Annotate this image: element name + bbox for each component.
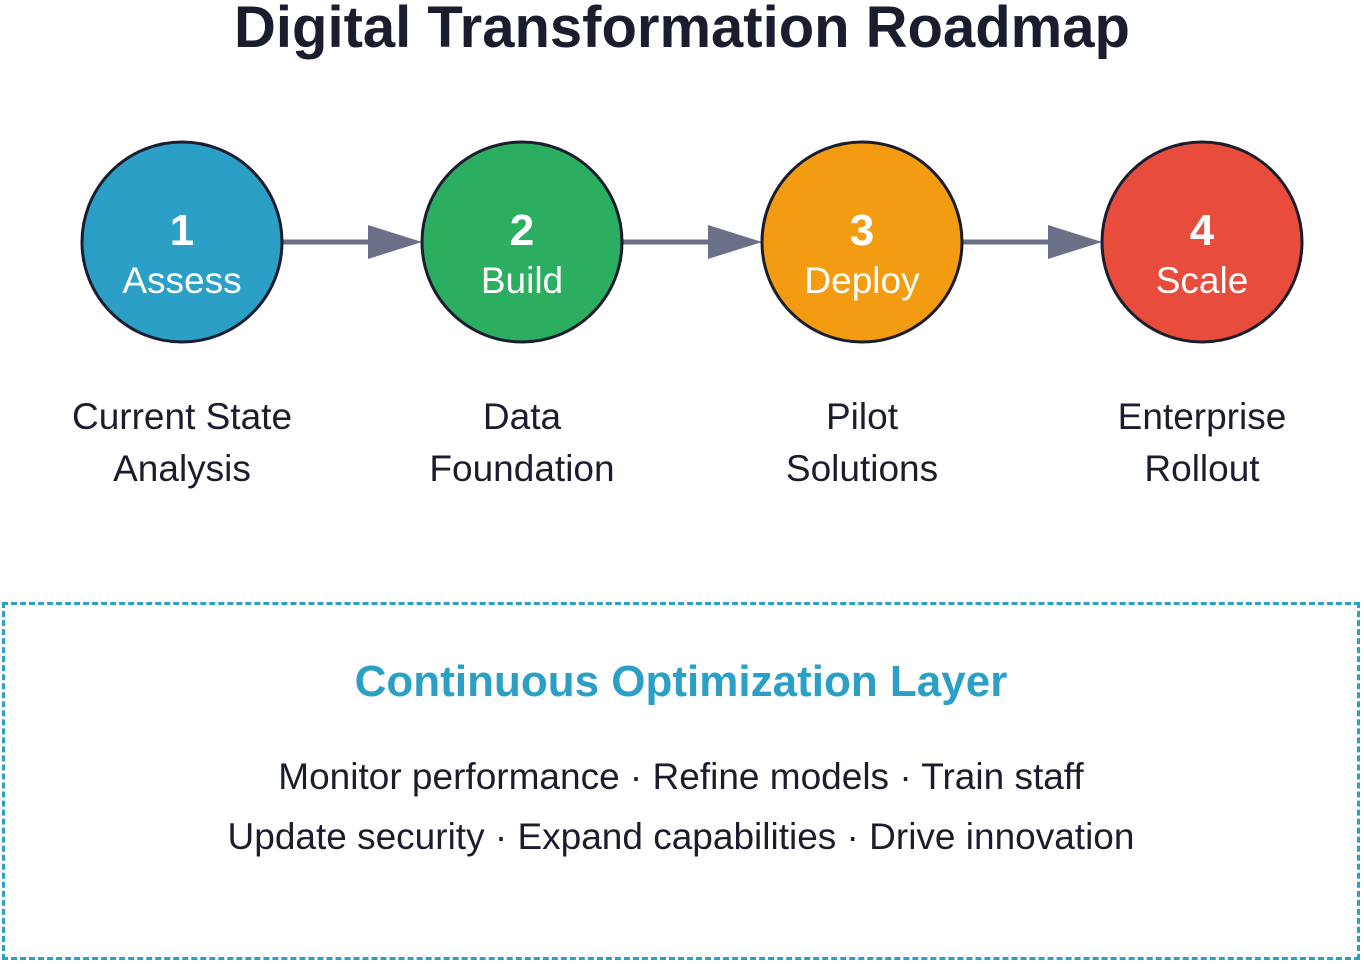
optimization-layer-line-1: Monitor performance · Refine models · Tr… [278, 756, 1084, 797]
step-number: 4 [1190, 206, 1215, 255]
optimization-layer-title: Continuous Optimization Layer [354, 657, 1008, 706]
step-description-line2: Foundation [429, 448, 614, 489]
step-number: 3 [850, 206, 874, 255]
step-circle [1100, 140, 1304, 344]
connector-3-4 [963, 225, 1102, 259]
connector-2-3 [623, 225, 762, 259]
step-name: Scale [1156, 260, 1249, 301]
step-description-line2: Solutions [786, 448, 938, 489]
optimization-layer-line-2: Update security · Expand capabilities · … [227, 816, 1135, 857]
roadmap-flow: 1 Assess Current State Analysis 2 Build … [72, 140, 1304, 489]
step-build: 2 Build Data Foundation [420, 140, 624, 489]
connector-1-2 [283, 225, 422, 259]
page-title: Digital Transformation Roadmap [234, 0, 1130, 60]
arrowhead-icon [708, 225, 762, 259]
optimization-layer-box: Continuous Optimization Layer Monitor pe… [2, 602, 1360, 960]
step-deploy: 3 Deploy Pilot Solutions [760, 140, 964, 489]
step-name: Build [481, 260, 563, 301]
step-number: 2 [510, 206, 534, 255]
step-name: Assess [122, 260, 241, 301]
step-circle [420, 140, 624, 344]
step-description-line2: Analysis [113, 448, 251, 489]
step-description-line2: Rollout [1144, 448, 1260, 489]
step-circle [760, 140, 964, 344]
step-scale: 4 Scale Enterprise Rollout [1100, 140, 1304, 489]
arrowhead-icon [368, 225, 422, 259]
step-circle [80, 140, 284, 344]
step-assess: 1 Assess Current State Analysis [72, 140, 292, 489]
step-description-line1: Data [483, 396, 562, 437]
step-name: Deploy [804, 260, 920, 301]
step-description-line1: Current State [72, 396, 292, 437]
step-number: 1 [170, 206, 194, 255]
step-description-line1: Pilot [826, 396, 899, 437]
step-description-line1: Enterprise [1118, 396, 1287, 437]
arrowhead-icon [1048, 225, 1102, 259]
